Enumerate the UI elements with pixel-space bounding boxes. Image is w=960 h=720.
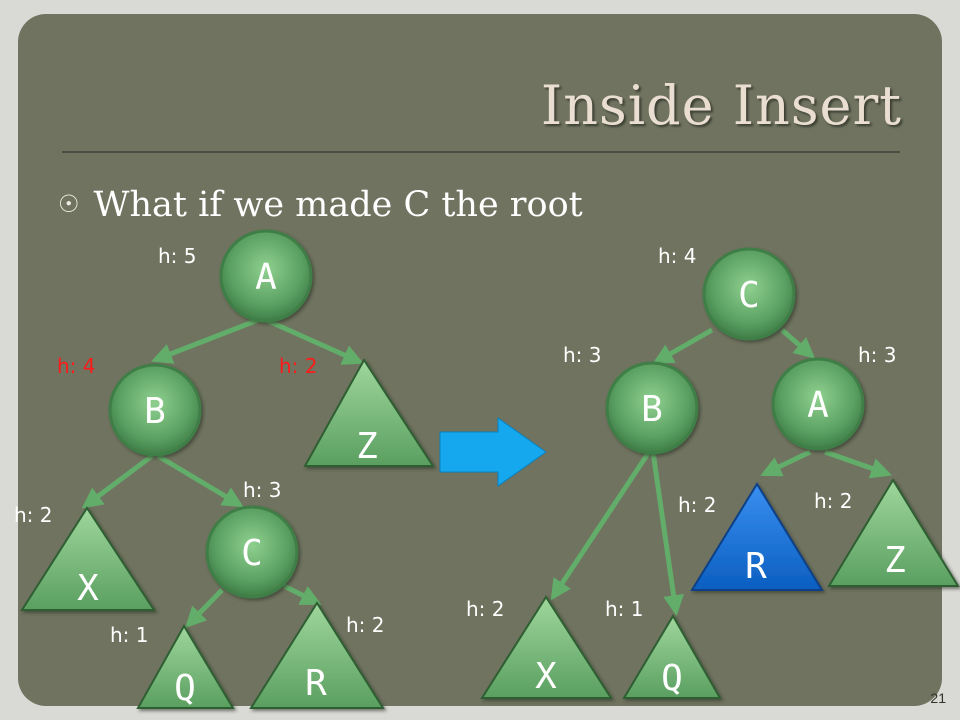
right-node-b-label: B xyxy=(641,389,663,430)
edge-c-to-a-right xyxy=(780,328,816,359)
edge-c-to-q xyxy=(185,588,224,629)
left-height-x: h: 2 xyxy=(14,503,53,527)
edge-b-to-c xyxy=(156,453,244,508)
right-height-a: h: 3 xyxy=(858,343,897,367)
left-subtree-r-label: R xyxy=(305,663,327,704)
edge-b-to-x-right xyxy=(550,450,652,601)
left-height-b: h: 4 xyxy=(57,354,96,378)
left-node-c: C xyxy=(205,505,299,599)
left-node-b: B xyxy=(108,363,202,457)
left-height-r: h: 2 xyxy=(346,613,385,637)
left-subtree-q-shape xyxy=(136,624,235,709)
right-node-c: C xyxy=(702,247,796,341)
edge-b-to-x xyxy=(81,453,154,509)
bullet-text: What if we made C the root xyxy=(93,185,583,225)
right-subtree-q-label: Q xyxy=(661,658,683,699)
right-subtree-r-label: R xyxy=(745,546,767,587)
left-subtree-r-shape xyxy=(249,601,385,709)
right-height-x: h: 2 xyxy=(466,597,505,621)
left-subtree-q-label: Q xyxy=(174,668,196,709)
right-node-a: A xyxy=(771,357,865,451)
left-subtree-z: Z xyxy=(303,358,435,467)
bullet-point: ☉ What if we made C the root xyxy=(58,185,583,225)
right-subtree-x-shape xyxy=(480,595,613,699)
title-divider xyxy=(62,151,900,153)
left-node-a-circle xyxy=(219,229,313,323)
left-node-b-label: B xyxy=(144,391,166,432)
edge-a-to-b xyxy=(151,317,259,364)
edge-c-to-r xyxy=(282,583,322,606)
left-node-c-circle xyxy=(205,505,299,599)
right-subtree-z: Z xyxy=(827,478,960,587)
left-node-a-label: A xyxy=(255,257,277,298)
left-height-c: h: 3 xyxy=(243,478,282,502)
bullet-marker-icon: ☉ xyxy=(58,190,80,218)
right-node-b: B xyxy=(605,361,699,455)
slide-title: Inside Insert xyxy=(540,74,902,137)
edge-c-to-b-right xyxy=(652,327,714,365)
right-subtree-x: X xyxy=(480,595,613,699)
right-subtree-r: R xyxy=(690,482,824,591)
left-subtree-x: X xyxy=(20,506,156,611)
transition-arrow-icon xyxy=(439,417,547,487)
left-subtree-z-shape xyxy=(303,358,435,467)
right-node-c-label: C xyxy=(738,275,760,316)
edge-a-to-r-right xyxy=(760,449,812,477)
right-node-b-circle xyxy=(605,361,699,455)
left-subtree-z-label: Z xyxy=(356,426,378,467)
left-subtree-x-shape xyxy=(20,506,156,611)
left-node-c-label: C xyxy=(241,533,263,574)
edge-b-to-q-right xyxy=(650,451,685,617)
right-node-a-label: A xyxy=(807,385,829,426)
right-height-b: h: 3 xyxy=(563,343,602,367)
left-subtree-r: R xyxy=(249,601,385,709)
right-subtree-q: Q xyxy=(622,614,722,699)
left-height-q: h: 1 xyxy=(110,623,149,647)
left-node-a: A xyxy=(219,229,313,323)
right-node-c-circle xyxy=(702,247,796,341)
edge-a-to-z-right xyxy=(824,449,892,479)
right-height-z: h: 2 xyxy=(814,489,853,513)
right-height-r: h: 2 xyxy=(678,493,717,517)
right-subtree-z-shape xyxy=(827,478,960,587)
right-subtree-z-label: Z xyxy=(884,540,906,581)
right-node-a-circle xyxy=(771,357,865,451)
page-number: 21 xyxy=(930,690,946,706)
right-subtree-q-shape xyxy=(622,614,722,699)
right-height-q: h: 1 xyxy=(605,597,644,621)
left-subtree-x-label: X xyxy=(77,568,99,609)
left-height-a: h: 5 xyxy=(158,244,197,268)
edge-a-to-z xyxy=(264,317,364,365)
left-height-z: h: 2 xyxy=(279,354,318,378)
left-node-b-circle xyxy=(108,363,202,457)
right-height-c: h: 4 xyxy=(658,244,697,268)
left-subtree-q: Q xyxy=(136,624,235,709)
right-subtree-r-shape xyxy=(690,482,824,591)
right-subtree-x-label: X xyxy=(535,656,557,697)
